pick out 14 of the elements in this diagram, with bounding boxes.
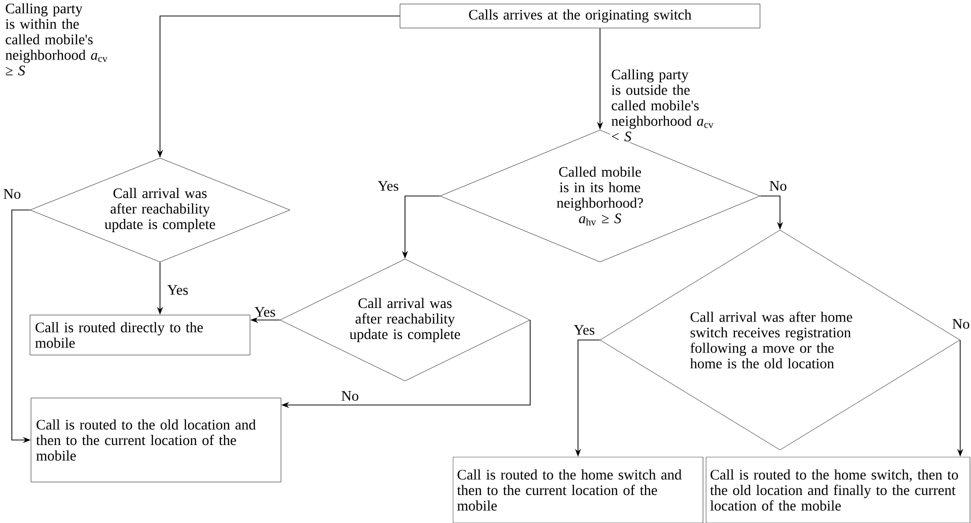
edge-label: No [340, 390, 360, 402]
condition-label: Calling party is outside the called mobile's neighborhood a$_{cv}$ < S [610, 68, 730, 142]
edge-label: No [768, 180, 788, 192]
process-box: Call is routed to the old location and then to the current location of the mobile [30, 398, 282, 482]
start-box: Calls arrives at the originating switch [400, 4, 760, 28]
process-box: Call is routed directly to the mobile [30, 314, 250, 356]
process-box: Call is routed to the home switch, then to the old location and finally to the current location of the mobile [706, 456, 970, 523]
edge-label: Yes [253, 306, 277, 318]
edge-label: Yes [166, 284, 190, 296]
edge-label: Yes [376, 180, 400, 192]
process-box: Call is routed to the home switch and then to the current location of the mobile [452, 456, 704, 523]
condition-label: Calling party is within the called mobile's neighborhood a$_{cv}$ ≥ S [4, 2, 128, 76]
edge-label: No [2, 188, 22, 200]
edge-label: Yes [572, 324, 596, 336]
